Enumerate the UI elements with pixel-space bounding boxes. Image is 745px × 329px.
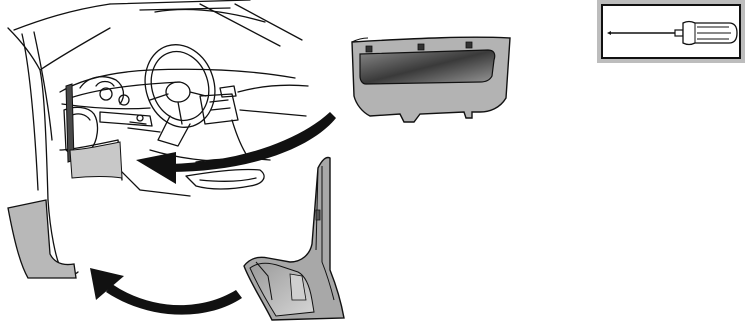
glovebox-window	[360, 50, 495, 84]
tool-frame	[597, 0, 745, 63]
kick-panel	[244, 157, 344, 320]
tool-panel	[601, 4, 741, 59]
glovebox-panel	[352, 37, 510, 122]
vehicle-interior-drawing	[8, 0, 308, 274]
arrow-kickpanel-to-sill	[90, 268, 242, 315]
lower-left-trim-panel	[8, 200, 76, 278]
screwdriver-icon	[603, 6, 739, 57]
